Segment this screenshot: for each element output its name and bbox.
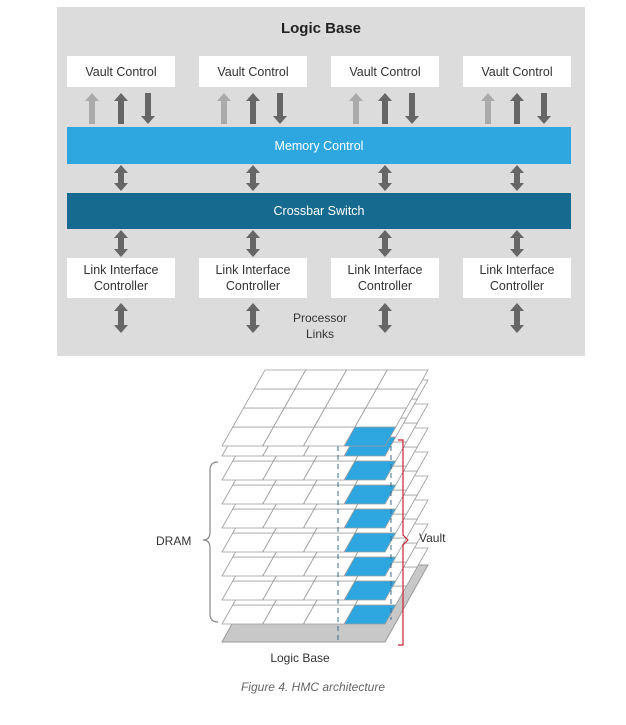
link-controller-line1: Link Interface (347, 263, 423, 277)
vault-arrow-up-light (217, 93, 231, 124)
logic-base-label: Logic Base (270, 651, 330, 665)
crossbar-switch-bar: Crossbar Switch (67, 193, 571, 229)
vault-arrow-up (378, 93, 392, 124)
crossbar-link-arrow (114, 230, 128, 257)
vault-bracket (398, 439, 409, 646)
link-controller-line1: Link Interface (83, 263, 159, 277)
memory-crossbar-arrow (246, 165, 260, 191)
memory-crossbar-arrow (510, 165, 524, 191)
link-controller-line2: Controller (357, 279, 413, 293)
figure-caption: Figure 4. HMC architecture (240, 680, 386, 694)
processor-links-line2: Links (305, 327, 334, 341)
dram-top-layer (221, 369, 429, 447)
vault-arrow-up-light (349, 93, 363, 124)
vault-control-box-4: Vault Control (463, 56, 571, 87)
memory-crossbar-arrow (114, 165, 128, 191)
vault-control-box-2: Vault Control (199, 56, 307, 87)
crossbar-link-arrow (246, 230, 260, 257)
vault-arrow-down (273, 93, 287, 124)
vault-arrow-down (537, 93, 551, 124)
vault-arrow-down (141, 93, 155, 124)
dram-label: DRAM (156, 534, 192, 548)
processor-links-label: Processor Links (278, 310, 362, 342)
link-controller-line2: Controller (93, 279, 149, 293)
crossbar-link-arrow (378, 230, 392, 257)
link-controller-line1: Link Interface (215, 263, 291, 277)
memory-control-bar: Memory Control (67, 127, 571, 164)
link-controller-line2: Controller (225, 279, 281, 293)
memory-crossbar-arrow (378, 165, 392, 191)
vault-arrow-up-light (85, 93, 99, 124)
arrows-layer (85, 93, 551, 333)
vault-arrow-up (246, 93, 260, 124)
crossbar-link-arrow (510, 230, 524, 257)
processor-links-line1: Processor (292, 311, 348, 325)
vault-arrow-up-light (481, 93, 495, 124)
processor-link-arrow (246, 303, 260, 333)
processor-link-arrow (114, 303, 128, 333)
vault-control-box-1: Vault Control (67, 56, 175, 87)
dram-cell (375, 369, 429, 390)
dram-brace (202, 461, 219, 623)
processor-link-arrow (510, 303, 524, 333)
vault-arrow-up (114, 93, 128, 124)
vault-label: Vault (419, 531, 446, 545)
vault-arrow-down (405, 93, 419, 124)
processor-link-arrow (378, 303, 392, 333)
vault-arrow-up (510, 93, 524, 124)
vault-control-box-3: Vault Control (331, 56, 439, 87)
link-controller-line2: Controller (489, 279, 545, 293)
link-controller-line1: Link Interface (479, 263, 555, 277)
logic-base-title: Logic Base (280, 20, 362, 37)
